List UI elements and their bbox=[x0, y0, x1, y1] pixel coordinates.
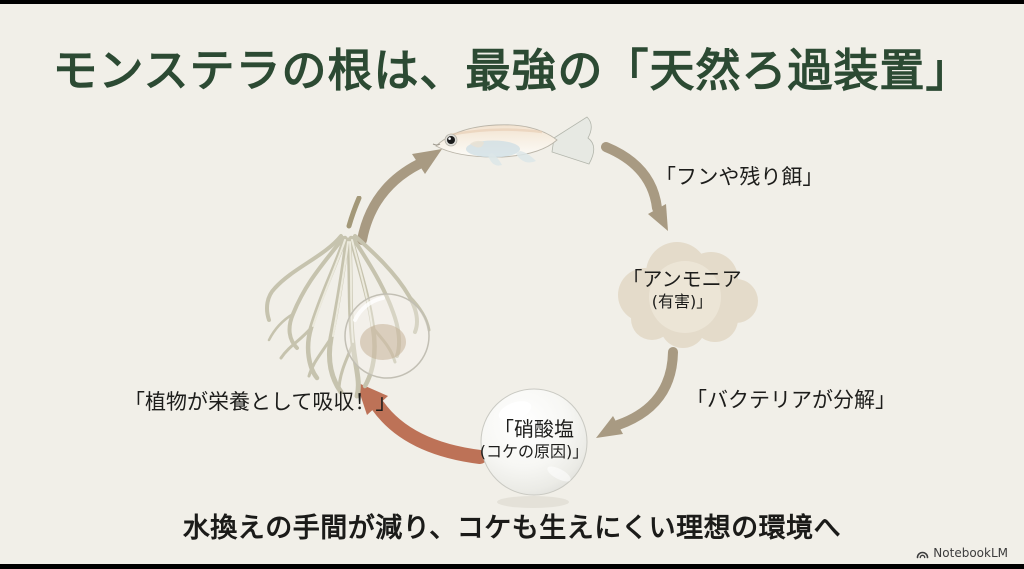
slide-title: モンステラの根は、最強の「天然ろ過装置」 bbox=[52, 44, 972, 97]
nitrate-label: 「硝酸塩 (コケの原因)」 bbox=[477, 417, 591, 462]
ammonia-label-line1: 「アンモニア bbox=[622, 267, 742, 291]
waste-label: 「フンや残り餌」 bbox=[655, 165, 824, 189]
bubble-shadow bbox=[497, 496, 569, 508]
nitrate-bubble-icon bbox=[480, 388, 588, 496]
letterbox-bottom bbox=[0, 564, 1024, 569]
ammonia-label: 「アンモニア (有害)」 bbox=[597, 267, 767, 312]
arrow-nitrate-to-roots-icon bbox=[356, 382, 487, 464]
ammonia-label-line2: (有害)」 bbox=[651, 292, 713, 311]
arrow-fish-to-ammonia-icon bbox=[601, 142, 668, 231]
nitrate-label-line1: 「硝酸塩 bbox=[494, 417, 574, 441]
ammonia-cloud-icon bbox=[618, 242, 758, 348]
arrow-ammonia-to-nitrate-icon bbox=[596, 347, 678, 438]
conclusion-text: 水換えの手間が減り、コケも生えにくい理想の環境へ bbox=[182, 513, 842, 544]
nitrate-label-line2: (コケの原因)」 bbox=[479, 442, 589, 461]
watermark: NotebookLM bbox=[916, 546, 1008, 560]
absorb-label: 「植物が栄養として吸収！」 bbox=[124, 390, 397, 414]
letterbox-top bbox=[0, 0, 1024, 4]
notebooklm-logo-icon bbox=[916, 551, 929, 558]
arrow-roots-to-fish-icon bbox=[357, 149, 442, 245]
fish-icon bbox=[432, 116, 595, 166]
plant-roots-icon bbox=[265, 196, 431, 399]
watermark-text: NotebookLM bbox=[933, 546, 1008, 560]
bacteria-label: 「バクテリアが分解」 bbox=[686, 388, 896, 412]
